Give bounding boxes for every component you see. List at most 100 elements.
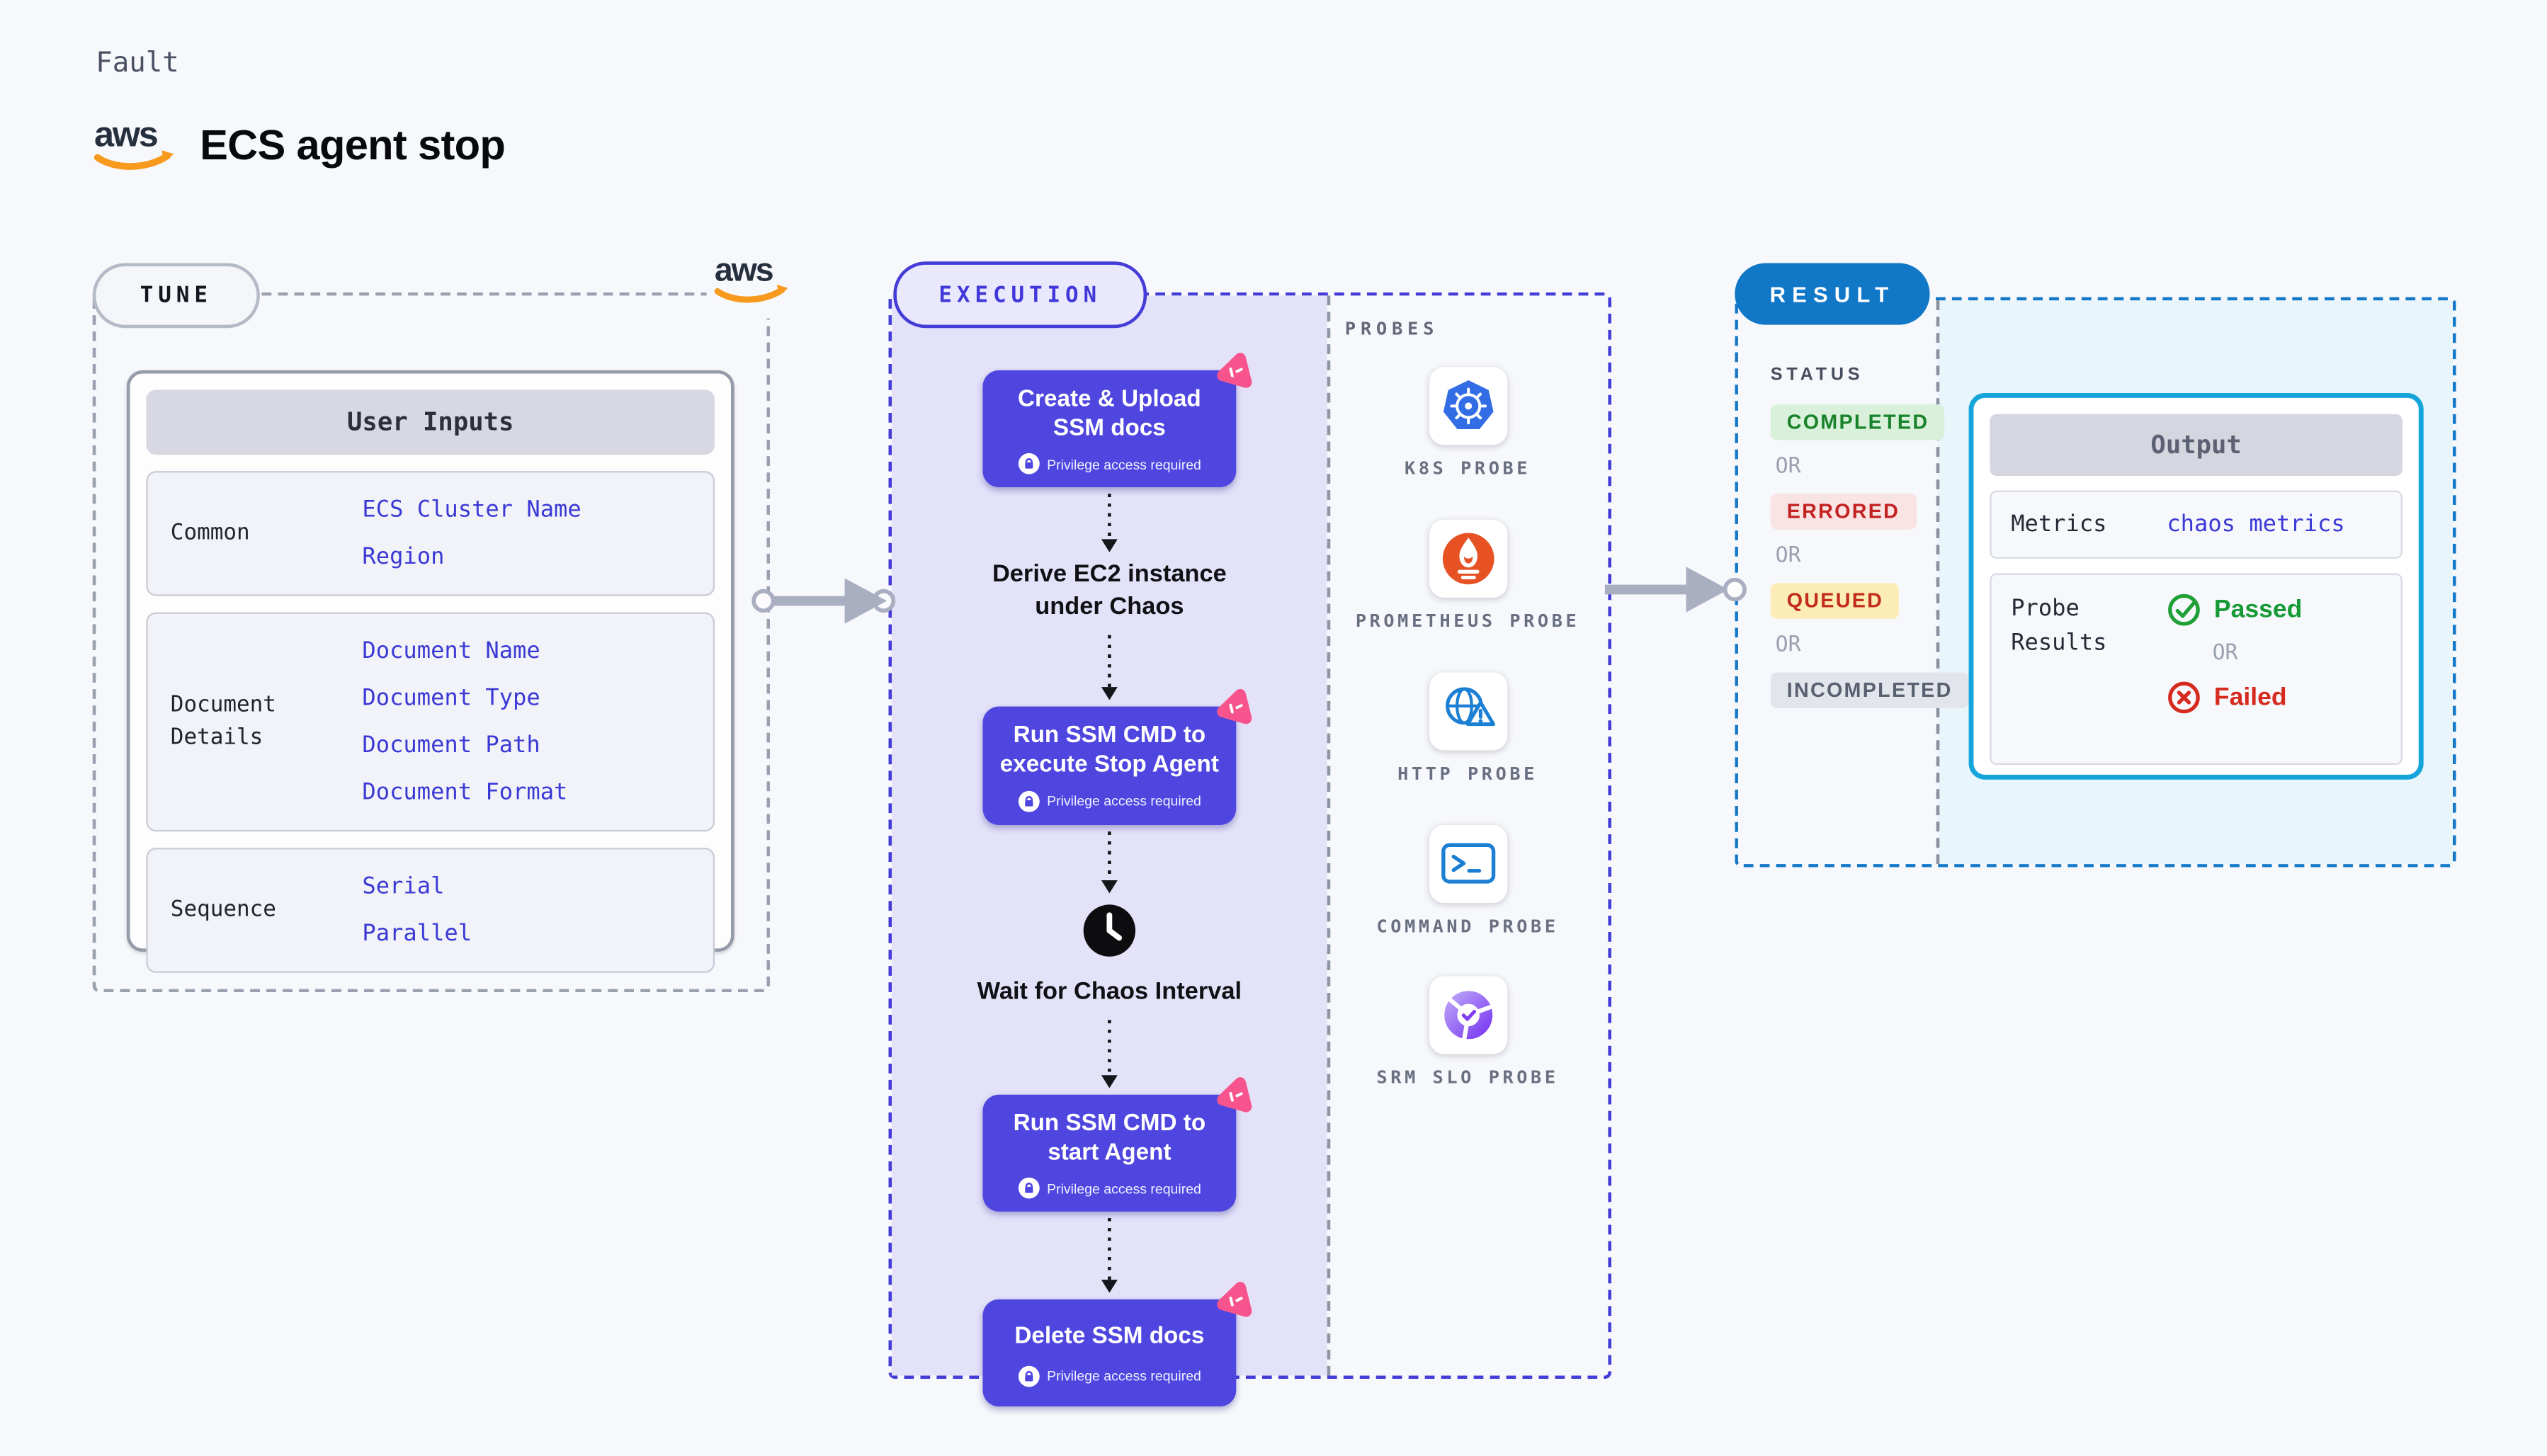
aws-logo-small: aws: [706, 248, 798, 319]
tune-section-box: [92, 292, 771, 993]
flow-connector: [1101, 635, 1118, 701]
result-divider: [1936, 300, 1940, 865]
output-card: Output Metrics chaos metrics Probe Resul…: [1968, 392, 2424, 780]
chaos-marker-icon: [1217, 353, 1252, 388]
row-label: Document Details: [170, 691, 276, 750]
output-probe-results-row: Probe Results Passed OR: [1990, 573, 2403, 766]
table-row: Document Details Document Name Document …: [146, 612, 715, 832]
slo-donut-check-icon: [1429, 977, 1507, 1055]
row-value: Document Type: [362, 685, 540, 712]
probe-item-http: HTTP PROBE: [1346, 671, 1589, 787]
status-list: COMPLETED OR ERRORED OR QUEUED OR INCOMP…: [1770, 404, 1969, 708]
flow-connector: [1101, 494, 1118, 553]
result-section-pill: RESULT: [1735, 263, 1930, 325]
brand-row: aws ECS agent stop: [93, 115, 506, 174]
or-label: OR: [1775, 544, 1801, 569]
flow-connector: [1101, 1020, 1118, 1088]
execution-flow: Create & Upload SSM docs Privilege acces…: [892, 295, 1327, 1407]
page-title: ECS agent stop: [200, 119, 506, 169]
lock-icon: [1017, 790, 1039, 812]
privilege-label: Privilege access required: [1047, 455, 1201, 472]
node-title: Run SSM CMD to execute Stop Agent: [999, 723, 1219, 779]
node-title: Create & Upload SSM docs: [1018, 386, 1201, 443]
flow-step-wait-interval: Wait for Chaos Interval: [977, 977, 1242, 1005]
privilege-label: Privilege access required: [1047, 1367, 1201, 1384]
probe-item-k8s: K8S PROBE: [1346, 367, 1589, 482]
lock-icon: [1017, 1365, 1039, 1387]
table-row: Sequence Serial Parallel: [146, 848, 715, 973]
flow-connector: [1101, 1218, 1118, 1294]
status-badge-errored: ERRORED: [1770, 494, 1917, 530]
passed-label: Passed: [2213, 595, 2303, 623]
output-metrics-row: Metrics chaos metrics: [1990, 490, 2403, 559]
user-inputs-table: User Inputs Common ECS Cluster Name Regi…: [126, 370, 734, 973]
privilege-badge: Privilege access required: [1017, 790, 1201, 812]
row-value: ECS Cluster Name: [362, 496, 582, 523]
kubernetes-icon: [1429, 367, 1507, 445]
probe-results-label: Probe Results: [2011, 596, 2107, 656]
lock-icon: [1017, 453, 1039, 475]
chaos-marker-icon: [1217, 689, 1252, 725]
probes-heading: PROBES: [1344, 318, 1439, 340]
result-section-box: STATUS COMPLETED OR ERRORED OR QUEUED OR…: [1735, 297, 2456, 868]
status-badge-incompleted: INCOMPLETED: [1770, 672, 1969, 708]
row-value: Parallel: [362, 921, 472, 948]
node-title: Run SSM CMD to start Agent: [1013, 1110, 1206, 1166]
execution-section-pill: EXECUTION: [893, 261, 1147, 329]
tune-section-pill: TUNE: [92, 263, 260, 329]
metrics-label: Metrics: [2011, 511, 2107, 537]
or-label: OR: [2212, 641, 2238, 666]
flow-node-create-upload-ssm: Create & Upload SSM docs Privilege acces…: [982, 353, 1252, 488]
row-value: Document Name: [362, 638, 540, 664]
probe-label: HTTP PROBE: [1397, 763, 1538, 784]
flow-node-delete-ssm: Delete SSM docs Privilege access require…: [982, 1282, 1252, 1407]
tune-to-execution-arrow: [751, 578, 896, 624]
svg-text:aws: aws: [715, 251, 773, 288]
status-badge-queued: QUEUED: [1770, 583, 1900, 619]
privilege-label: Privilege access required: [1047, 1180, 1201, 1197]
clock-icon: [1082, 902, 1137, 965]
probe-label: COMMAND PROBE: [1376, 915, 1559, 937]
privilege-badge: Privilege access required: [1017, 453, 1201, 475]
output-header: Output: [1990, 414, 2403, 476]
prometheus-icon: [1429, 519, 1507, 598]
execution-section-box: Create & Upload SSM docs Privilege acces…: [888, 292, 1612, 1407]
probe-item-prometheus: PROMETHEUS PROBE: [1346, 519, 1589, 635]
node-title: Delete SSM docs: [1014, 1323, 1205, 1350]
row-label: Sequence: [170, 896, 276, 922]
table-row: Common ECS Cluster Name Region: [146, 471, 715, 596]
aws-icon: aws: [714, 251, 788, 303]
probe-label: PROMETHEUS PROBE: [1355, 610, 1580, 632]
row-value: Document Path: [362, 732, 540, 759]
privilege-badge: Privilege access required: [1017, 1178, 1201, 1200]
flow-node-run-ssm-stop: Run SSM CMD to execute Stop Agent Privil…: [982, 689, 1252, 824]
probe-label: K8S PROBE: [1405, 457, 1531, 479]
aws-logo: aws: [93, 115, 174, 170]
x-circle-icon: [2168, 681, 2200, 714]
row-value: Serial: [362, 873, 445, 900]
status-badge-completed: COMPLETED: [1770, 404, 1946, 440]
probe-item-srm-slo: SRM SLO PROBE: [1346, 977, 1589, 1091]
execution-to-result-arrow: [1604, 567, 1747, 613]
row-label: Common: [170, 519, 250, 545]
failed-label: Failed: [2213, 683, 2287, 711]
flow-node-run-ssm-start: Run SSM CMD to start Agent Privilege acc…: [982, 1077, 1252, 1212]
execution-probes-divider: [1327, 295, 1331, 1376]
probe-item-command: COMMAND PROBE: [1346, 824, 1589, 939]
svg-text:aws: aws: [94, 115, 157, 154]
chaos-marker-icon: [1217, 1282, 1252, 1318]
flow-connector: [1101, 831, 1118, 893]
row-value: Document Format: [362, 779, 568, 806]
row-value: Region: [362, 544, 445, 570]
user-inputs-header: User Inputs: [146, 389, 715, 455]
privilege-badge: Privilege access required: [1017, 1365, 1201, 1387]
probes-list: K8S PROBE PROMETHEUS PROBE: [1327, 367, 1609, 1091]
flow-step-derive-ec2: Derive EC2 instance under Chaos: [992, 560, 1227, 620]
privilege-label: Privilege access required: [1047, 792, 1201, 809]
terminal-icon: [1429, 824, 1507, 903]
fault-kicker: Fault: [96, 47, 179, 80]
lock-icon: [1017, 1178, 1039, 1200]
or-label: OR: [1775, 455, 1801, 479]
or-label: OR: [1775, 633, 1801, 658]
